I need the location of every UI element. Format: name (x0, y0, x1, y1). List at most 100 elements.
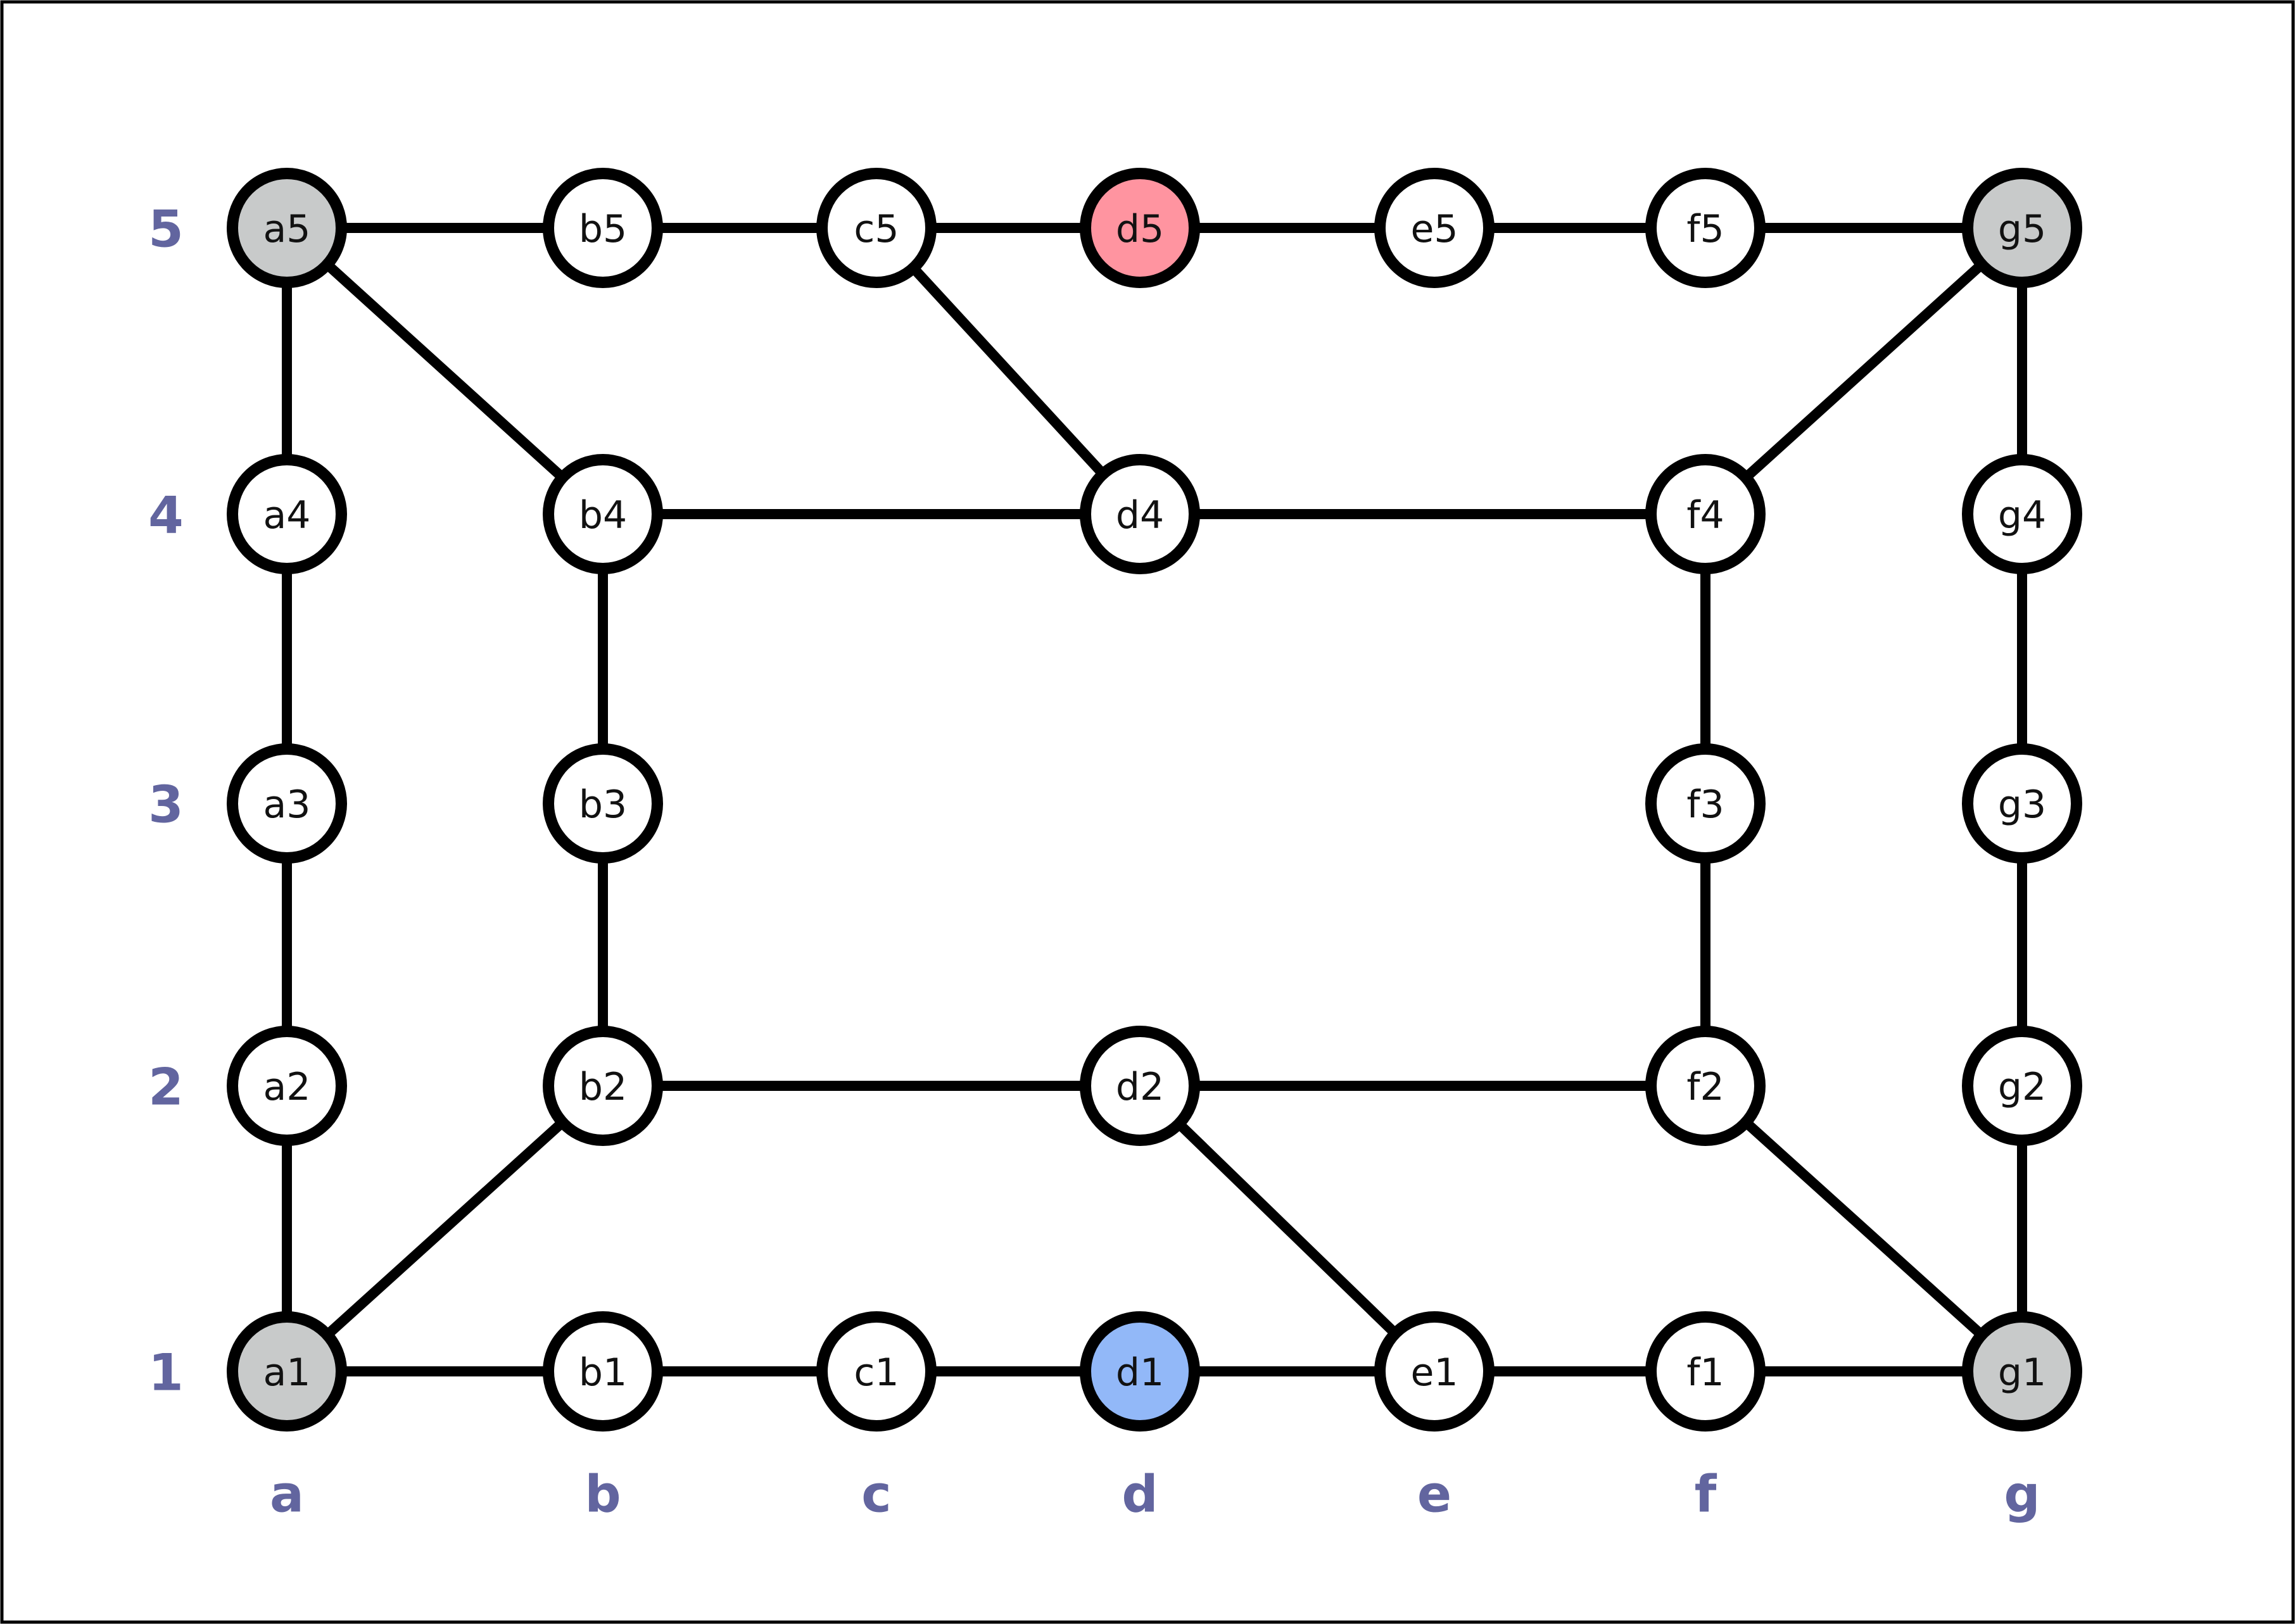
node-a4[interactable]: a4 (227, 454, 347, 574)
node-circle[interactable] (543, 168, 663, 288)
node-label: d1 (1116, 1350, 1164, 1395)
node-f4[interactable]: f4 (1645, 454, 1766, 574)
node-f1[interactable]: f1 (1645, 1311, 1766, 1432)
node-a5[interactable]: a5 (227, 168, 347, 288)
node-b5[interactable]: b5 (543, 168, 663, 288)
row-label-1: 1 (148, 1344, 184, 1402)
node-circle[interactable] (1645, 454, 1766, 574)
node-d5[interactable]: d5 (1080, 168, 1200, 288)
node-label: f1 (1686, 1350, 1724, 1395)
node-circle[interactable] (816, 1311, 937, 1432)
column-label-d: d (1122, 1465, 1158, 1524)
node-g4[interactable]: g4 (1962, 454, 2082, 574)
node-b3[interactable]: b3 (543, 743, 663, 864)
node-circle[interactable] (1080, 454, 1200, 574)
node-circle[interactable] (1962, 454, 2082, 574)
node-e5[interactable]: e5 (1374, 168, 1495, 288)
row-label-4: 4 (148, 486, 184, 545)
column-label-a: a (270, 1465, 304, 1524)
node-label: a3 (263, 783, 311, 827)
node-circle[interactable] (1645, 1311, 1766, 1432)
node-g2[interactable]: g2 (1962, 1026, 2082, 1146)
node-circle[interactable] (227, 168, 347, 288)
node-c1[interactable]: c1 (816, 1311, 937, 1432)
node-circle[interactable] (1962, 1026, 2082, 1146)
node-circle[interactable] (543, 1026, 663, 1146)
node-label: a5 (263, 207, 311, 251)
column-label-c: c (861, 1465, 891, 1524)
row-label-3: 3 (148, 776, 184, 834)
node-label: f2 (1686, 1065, 1724, 1109)
edge-a5-b4 (283, 224, 607, 518)
node-e1[interactable]: e1 (1374, 1311, 1495, 1432)
edge-a1-b2 (283, 1082, 607, 1375)
node-circle[interactable] (543, 743, 663, 864)
node-circle[interactable] (227, 1311, 347, 1432)
node-label: d5 (1116, 207, 1164, 251)
node-f2[interactable]: f2 (1645, 1026, 1766, 1146)
node-label: c1 (854, 1350, 899, 1395)
column-label-e: e (1417, 1465, 1451, 1524)
node-a2[interactable]: a2 (227, 1026, 347, 1146)
node-label: f3 (1686, 783, 1724, 827)
node-label: f5 (1686, 207, 1724, 251)
node-circle[interactable] (1374, 1311, 1495, 1432)
column-label-f: f (1695, 1465, 1717, 1524)
node-circle[interactable] (1374, 168, 1495, 288)
node-b4[interactable]: b4 (543, 454, 663, 574)
column-label-b: b (585, 1465, 621, 1524)
node-label: g1 (1998, 1350, 2046, 1395)
node-label: f4 (1686, 493, 1724, 538)
edge-d2-e1 (1136, 1082, 1438, 1375)
edge-c5-d4 (873, 224, 1144, 518)
node-g5[interactable]: g5 (1962, 168, 2082, 288)
node-d2[interactable]: d2 (1080, 1026, 1200, 1146)
node-label: a4 (263, 493, 311, 538)
node-circle[interactable] (1080, 1026, 1200, 1146)
nodes-layer: a5 b5 c5 d5 e5 f5 g5 a4 b4 d4 f4 g4 a3 b3 f3 g3 a2 b2 d2 f2… (227, 168, 2082, 1432)
node-circle[interactable] (1080, 168, 1200, 288)
node-circle[interactable] (1962, 168, 2082, 288)
node-circle[interactable] (1645, 743, 1766, 864)
row-label-5: 5 (148, 200, 184, 259)
node-b1[interactable]: b1 (543, 1311, 663, 1432)
node-label: b2 (579, 1065, 627, 1109)
node-circle[interactable] (227, 743, 347, 864)
node-a1[interactable]: a1 (227, 1311, 347, 1432)
node-f3[interactable]: f3 (1645, 743, 1766, 864)
node-circle[interactable] (1962, 743, 2082, 864)
node-label: g2 (1998, 1065, 2046, 1109)
node-circle[interactable] (227, 1026, 347, 1146)
node-label: b3 (579, 783, 627, 827)
node-circle[interactable] (1645, 168, 1766, 288)
node-label: b4 (579, 493, 627, 538)
row-label-2: 2 (148, 1058, 184, 1117)
node-label: d4 (1116, 493, 1164, 538)
node-circle[interactable] (1645, 1026, 1766, 1146)
node-label: e5 (1410, 207, 1458, 251)
node-circle[interactable] (227, 454, 347, 574)
node-label: g5 (1998, 207, 2046, 251)
node-circle[interactable] (543, 1311, 663, 1432)
node-f5[interactable]: f5 (1645, 168, 1766, 288)
edge-f2-g1 (1702, 1082, 2026, 1375)
node-d4[interactable]: d4 (1080, 454, 1200, 574)
node-d1[interactable]: d1 (1080, 1311, 1200, 1432)
node-b2[interactable]: b2 (543, 1026, 663, 1146)
node-circle[interactable] (543, 454, 663, 574)
node-a3[interactable]: a3 (227, 743, 347, 864)
node-circle[interactable] (1962, 1311, 2082, 1432)
node-label: b5 (579, 207, 627, 251)
node-label: g4 (1998, 493, 2046, 538)
node-label: b1 (579, 1350, 627, 1395)
node-g3[interactable]: g3 (1962, 743, 2082, 864)
node-c5[interactable]: c5 (816, 168, 937, 288)
node-g1[interactable]: g1 (1962, 1311, 2082, 1432)
node-label: c5 (854, 207, 899, 251)
edge-g5-f4 (1702, 224, 2026, 518)
node-label: d2 (1116, 1065, 1164, 1109)
node-circle[interactable] (1080, 1311, 1200, 1432)
node-circle[interactable] (816, 168, 937, 288)
